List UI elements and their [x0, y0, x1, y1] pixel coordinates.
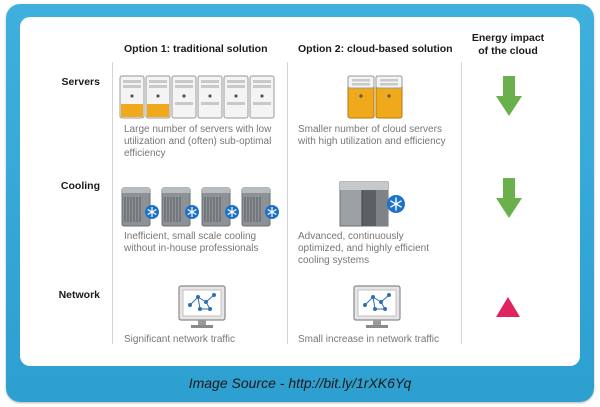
server-rack-icon — [197, 75, 223, 119]
cooling-unit-icon — [241, 187, 280, 227]
traditional-cooling-group — [121, 187, 280, 227]
network-option1-text: Significant network traffic — [124, 334, 235, 345]
snowflake-icon — [184, 204, 200, 220]
cooling-option1-text: Inefficient, small scale cooling without… — [124, 231, 259, 254]
snowflake-icon — [264, 204, 280, 220]
network-option2-text: Small increase in network traffic — [298, 334, 439, 345]
column-divider — [287, 62, 288, 344]
network-monitor-icon — [178, 285, 226, 328]
snowflake-icon — [144, 204, 160, 220]
image-source-caption: Image Source - http://bit.ly/1rXK6Yq — [188, 375, 412, 391]
cooling-unit-icon — [339, 181, 389, 227]
impact-header-line2: of the cloud — [478, 45, 538, 57]
snowflake-icon — [224, 204, 240, 220]
server-rack-icon — [119, 75, 145, 119]
network-monitor-icon — [353, 285, 401, 328]
server-rack-icon — [347, 75, 375, 119]
comparison-card — [20, 17, 580, 366]
impact-header: Energy impact of the cloud — [458, 32, 558, 58]
up-arrow-icon — [496, 297, 520, 317]
cloud-servers-group — [347, 75, 403, 119]
option1-header: Option 1: traditional solution — [124, 43, 268, 55]
servers-option2-text: Smaller number of cloud servers with hig… — [298, 124, 446, 147]
down-arrow-icon — [496, 178, 522, 218]
row-label-servers: Servers — [61, 76, 100, 88]
impact-header-line1: Energy impact — [471, 32, 545, 44]
servers-option1-text: Large number of servers with low utiliza… — [124, 124, 272, 159]
traditional-servers-group — [119, 75, 275, 119]
server-rack-icon — [223, 75, 249, 119]
server-rack-icon — [249, 75, 275, 119]
server-rack-icon — [171, 75, 197, 119]
row-label-cooling: Cooling — [60, 180, 100, 192]
cooling-unit-icon — [161, 187, 200, 227]
cloud-cooling-unit — [339, 181, 405, 227]
down-arrow-icon — [496, 76, 522, 116]
option2-header: Option 2: cloud-based solution — [298, 43, 453, 55]
cooling-unit-icon — [121, 187, 160, 227]
column-divider — [112, 62, 113, 344]
cooling-unit-icon — [201, 187, 240, 227]
column-divider — [461, 62, 462, 344]
snowflake-icon — [387, 195, 405, 213]
row-label-network: Network — [58, 289, 100, 301]
server-rack-icon — [375, 75, 403, 119]
server-rack-icon — [145, 75, 171, 119]
cooling-option2-text: Advanced, continuously optimized, and hi… — [298, 231, 430, 266]
